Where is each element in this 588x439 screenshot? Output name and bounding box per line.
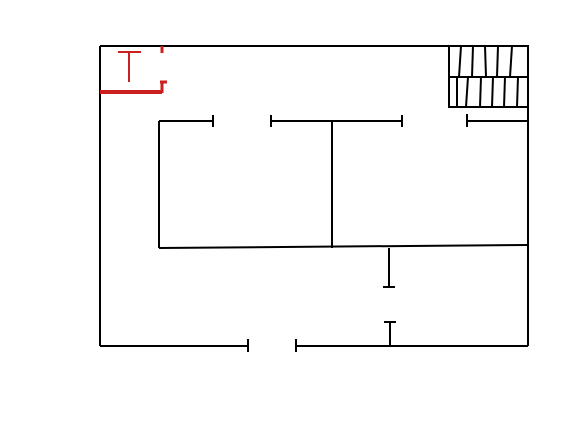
- outer-walls: [99, 45, 529, 352]
- stair-tread: [471, 45, 474, 78]
- inner-rooms: [158, 114, 529, 249]
- red-t-marker-icon: [100, 46, 167, 94]
- stairs-lower-treads: [456, 76, 519, 108]
- stair-tread: [516, 76, 519, 108]
- inner-wall-bottom: [158, 244, 529, 249]
- stair-tread: [491, 76, 494, 108]
- stair-tread: [509, 45, 513, 78]
- stairs-upper-treads: [458, 45, 513, 78]
- stair-tread: [484, 45, 487, 78]
- stair-tread: [496, 45, 499, 78]
- stair-tread: [458, 45, 462, 78]
- stair-tread: [479, 76, 482, 108]
- stair-tread: [465, 76, 469, 108]
- stair-tread: [503, 76, 506, 108]
- corridor-partitions: [383, 248, 396, 346]
- stairs-icon: [448, 45, 529, 108]
